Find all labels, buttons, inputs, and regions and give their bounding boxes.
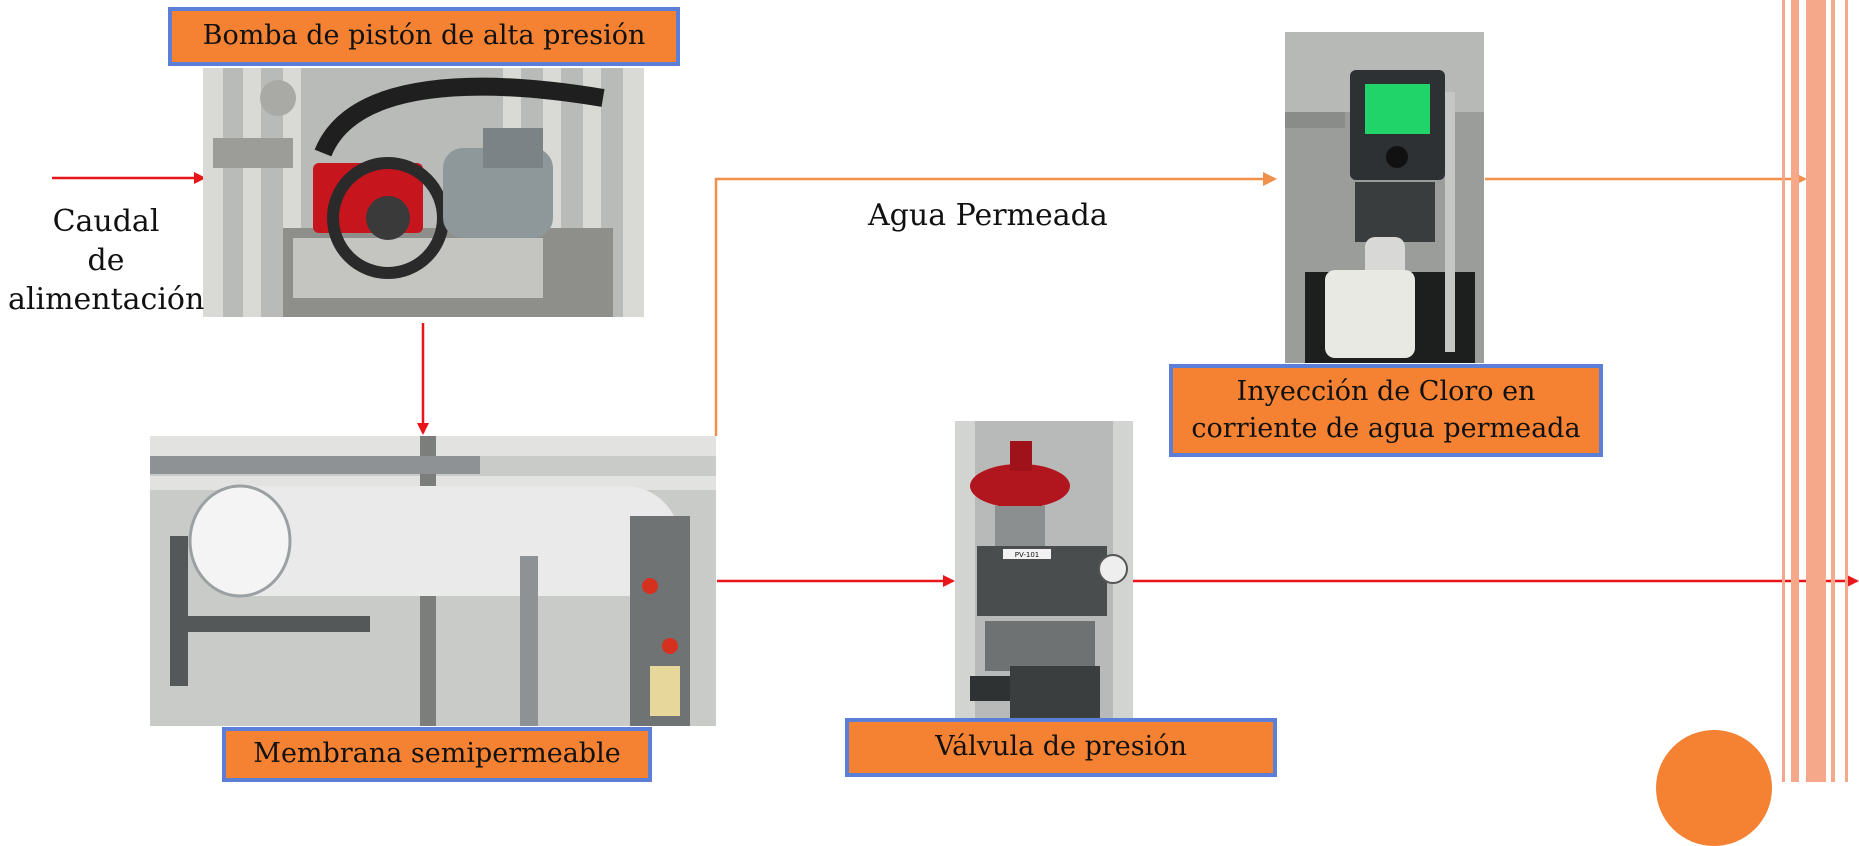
pump-photo xyxy=(203,68,644,317)
process-diagram xyxy=(52,172,1859,587)
chlorine-label-line-2: corriente de agua permeada xyxy=(1191,412,1581,444)
chlorine-label-line-1: Inyección de Cloro en xyxy=(1236,376,1536,408)
side-stripe-1 xyxy=(1782,0,1785,782)
membrane-label: Membrana semipermeable xyxy=(222,727,652,782)
feed-label-line-1: Caudal xyxy=(52,204,160,239)
chlorine-label: Inyección de Cloro en corriente de agua … xyxy=(1169,364,1603,457)
permeate-label: Agua Permeada xyxy=(868,198,1108,233)
side-stripe-2 xyxy=(1791,0,1799,782)
pump-label-text: Bomba de pistón de alta presión xyxy=(202,20,646,52)
valve-label: Válvula de presión xyxy=(845,718,1277,777)
membrane-photo xyxy=(150,436,716,726)
pump-label: Bomba de pistón de alta presión xyxy=(168,7,680,66)
side-stripe-4 xyxy=(1831,0,1835,782)
slide-number-circle xyxy=(1656,730,1772,846)
valve-label-text: Válvula de presión xyxy=(935,731,1187,763)
valve-tag: PV-101 xyxy=(1015,551,1040,559)
permeate-arrow xyxy=(714,172,1277,436)
chlorine-dosing-photo xyxy=(1285,32,1484,363)
feed-label-line-3: alimentación xyxy=(8,282,205,317)
membrane-label-text: Membrana semipermeable xyxy=(253,738,621,770)
feed-label: Caudal de alimentación xyxy=(8,202,204,319)
side-stripe-5 xyxy=(1845,0,1848,782)
feed-label-line-2: de xyxy=(87,243,125,278)
valve-photo: PV-101 xyxy=(955,421,1133,719)
side-stripe-3 xyxy=(1806,0,1826,782)
